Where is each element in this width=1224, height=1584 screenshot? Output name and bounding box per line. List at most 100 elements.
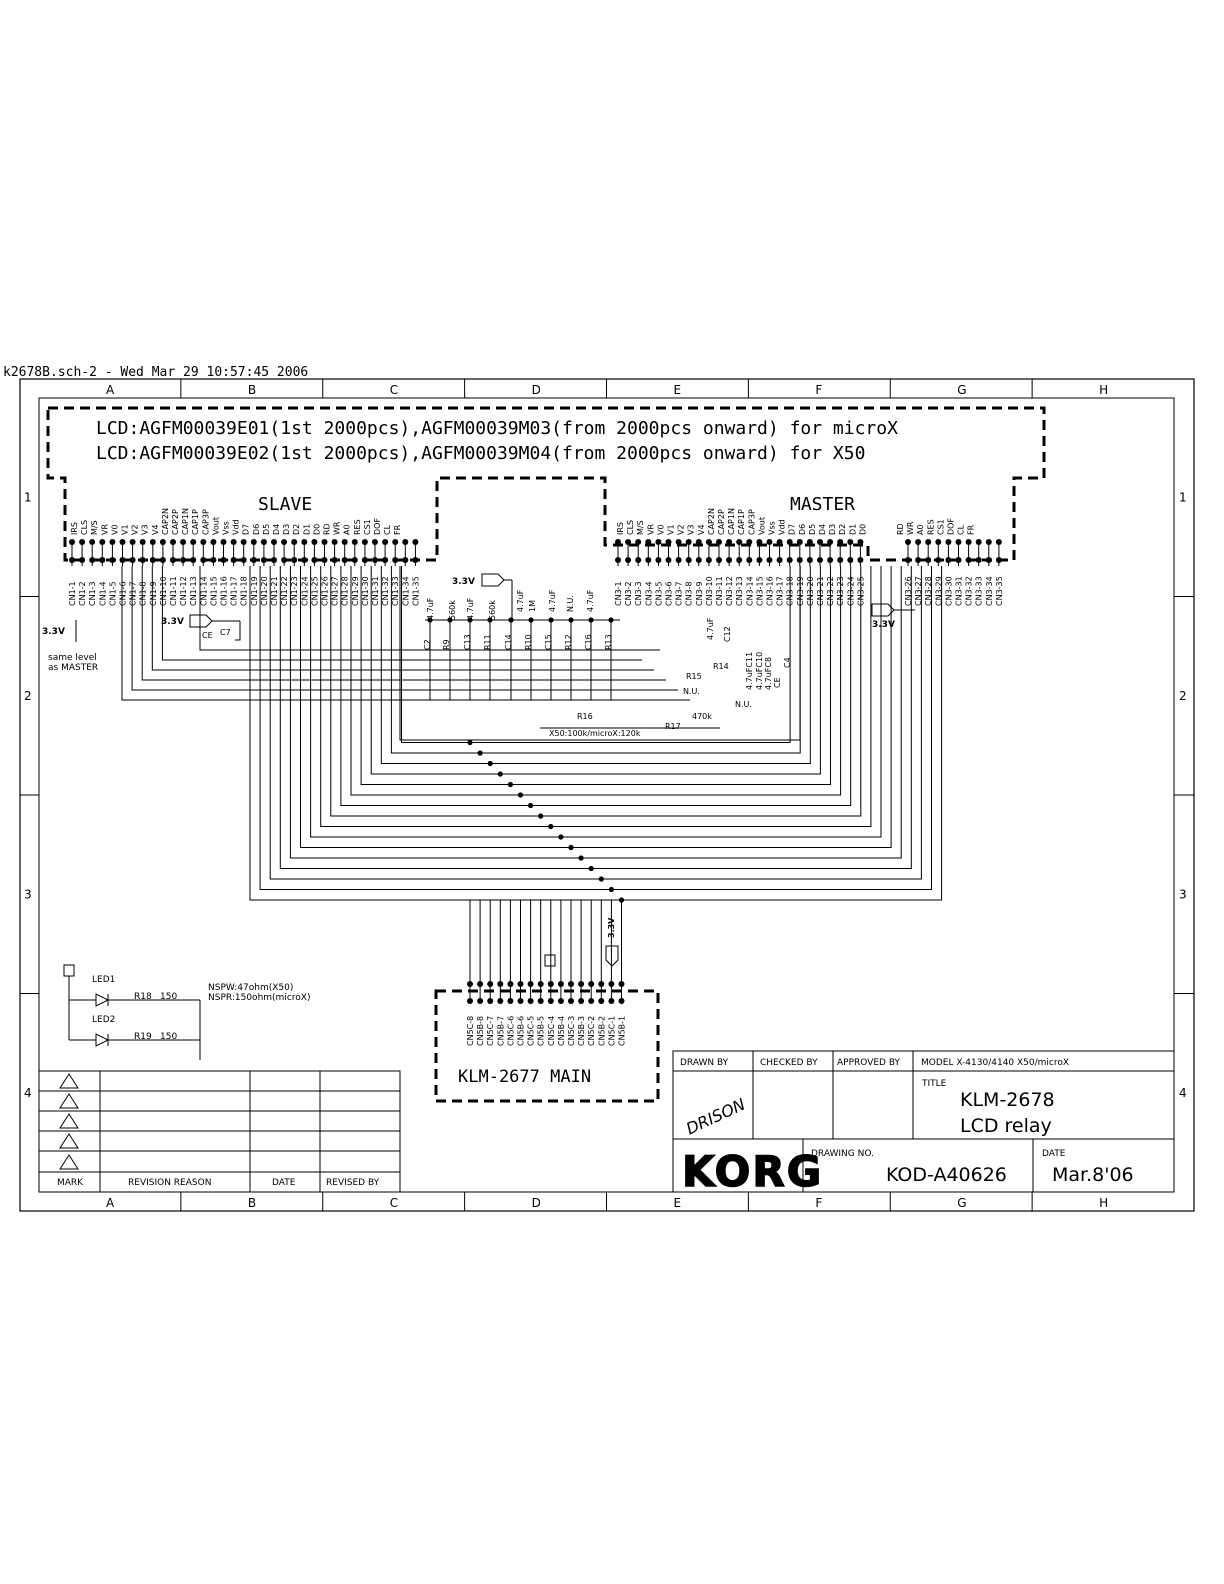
connector-pin-dot — [341, 557, 348, 563]
connector-pin-dot — [645, 539, 652, 545]
column-label-bottom: E — [673, 1196, 681, 1210]
connector-pin-dot — [827, 539, 834, 545]
svg-text:CE: CE — [773, 677, 782, 688]
column-label-bottom: G — [957, 1196, 966, 1210]
svg-text:C16: C16 — [584, 634, 593, 650]
main-pin-dot — [517, 981, 524, 987]
row-label-right: 2 — [1179, 689, 1187, 703]
connector-pin-dot — [955, 557, 962, 563]
pin-label: D7 — [788, 524, 797, 535]
connector-pin-dot — [129, 557, 136, 563]
connector-pin-dot — [796, 539, 803, 545]
junction — [528, 802, 534, 809]
connector-pin-dot — [281, 557, 288, 563]
connector-pin-dot — [705, 539, 712, 545]
title-block: DRAWN BY CHECKED BY APPROVED BY MODEL X-… — [672, 1050, 1175, 1197]
main-board-outline — [434, 989, 660, 1103]
pin-label: CL — [383, 524, 392, 535]
junction — [517, 792, 524, 798]
connector-pin-dot — [79, 539, 86, 545]
junction — [568, 617, 574, 623]
main-pin-dot — [537, 981, 544, 987]
connector-pin-dot — [139, 539, 146, 545]
pin-label: IRS — [616, 522, 625, 535]
pin-label: Vout — [211, 517, 220, 535]
connector-label: CN1-3 — [88, 581, 97, 606]
connector-pin-dot — [89, 557, 96, 563]
led-note-1: NSPW:47ohm(X50) — [208, 983, 293, 993]
connector-pin-dot — [716, 539, 722, 545]
connector-pin-dot — [331, 557, 338, 563]
svg-text:4.7uF: 4.7uF — [706, 617, 715, 640]
svg-text:C12: C12 — [723, 626, 732, 642]
svg-text:4.7uF: 4.7uF — [426, 597, 435, 620]
connector-label: CN1-31 — [371, 576, 380, 606]
pin-label: V1 — [667, 524, 676, 535]
main-pin-dot — [477, 981, 484, 987]
pin-label: D1 — [848, 524, 857, 535]
connector-label: CN1-10 — [159, 576, 168, 606]
main-pin-label: CN5B-8 — [476, 1016, 485, 1046]
svg-text:560k: 560k — [488, 600, 497, 620]
svg-text:R11: R11 — [483, 634, 492, 650]
pin-label: V2 — [677, 524, 686, 535]
pin-label: V4 — [151, 524, 160, 535]
connector-label: CN3-30 — [944, 576, 953, 606]
pin-label: CAP1N — [727, 508, 736, 535]
main-pin-dot — [547, 998, 554, 1004]
main-pin-label: CN5B-5 — [537, 1016, 546, 1046]
connector-label: CN3-34 — [985, 576, 994, 606]
svg-text:3.3V: 3.3V — [607, 917, 616, 938]
pin-label: Vdd — [778, 519, 787, 535]
connector-pin-dot — [190, 539, 197, 545]
pin-label: V2 — [131, 524, 140, 535]
connector-pin-dot — [665, 539, 672, 545]
rev-mark: MARK — [57, 1178, 84, 1188]
row-label-right: 1 — [1179, 490, 1187, 504]
svg-text:R9: R9 — [442, 639, 451, 650]
connector-pin-dot — [301, 539, 308, 545]
connector-label: CN3-14 — [745, 576, 754, 606]
connector-label: CN1-2 — [78, 581, 87, 606]
main-pin-label: CN5C-1 — [607, 1016, 616, 1046]
column-label-top: A — [106, 383, 115, 397]
pin-label: RD — [896, 523, 905, 535]
connector-label: CN1-20 — [260, 576, 269, 606]
column-label-bottom: D — [532, 1196, 541, 1210]
main-pin-label: CN5B-6 — [517, 1016, 526, 1046]
junction — [447, 617, 453, 623]
power-3v3-center: 3.3V — [452, 573, 513, 620]
rev-revised-by: REVISED BY — [326, 1178, 380, 1188]
connector-label: CN1-18 — [240, 576, 249, 606]
main-board-label: KLM-2677 MAIN — [458, 1067, 591, 1087]
connector-label: CN1-26 — [321, 576, 330, 606]
connector-pin-dot — [736, 557, 743, 563]
connector-pin-dot — [695, 557, 702, 563]
connector-pin-dot — [615, 557, 621, 563]
connector-pin-dot — [281, 539, 288, 545]
model-label: MODEL X-4130/4140 X50/microX — [921, 1058, 1069, 1068]
svg-text:N.U.: N.U. — [735, 700, 752, 709]
revision-mark-triangle — [59, 1133, 79, 1149]
connector-pin-dot — [857, 557, 864, 563]
date-label: DATE — [1042, 1149, 1066, 1159]
pin-label: CS1 — [363, 519, 372, 535]
pin-label: CAP2N — [161, 508, 170, 535]
connector-label: CN3-5 — [654, 581, 663, 606]
junction — [508, 617, 514, 623]
main-pin-label: CN5C-3 — [567, 1016, 576, 1046]
pin-label: V1 — [121, 524, 130, 535]
junction — [538, 813, 544, 819]
main-pin-dot — [598, 981, 605, 987]
connector-pin-dot — [69, 539, 75, 545]
lcd-outline — [46, 406, 1046, 562]
junction — [548, 823, 554, 830]
connector-pin-dot — [321, 539, 328, 545]
connector-label: CN1-1 — [68, 581, 77, 606]
connector-label: CN3-6 — [665, 581, 674, 606]
revision-mark-triangle — [59, 1113, 79, 1129]
svg-text:4.7uF: 4.7uF — [548, 589, 557, 612]
connector-pin-dot — [655, 557, 662, 563]
pin-label: VR — [100, 524, 109, 535]
main-pin-label: CN5B-3 — [577, 1016, 586, 1046]
